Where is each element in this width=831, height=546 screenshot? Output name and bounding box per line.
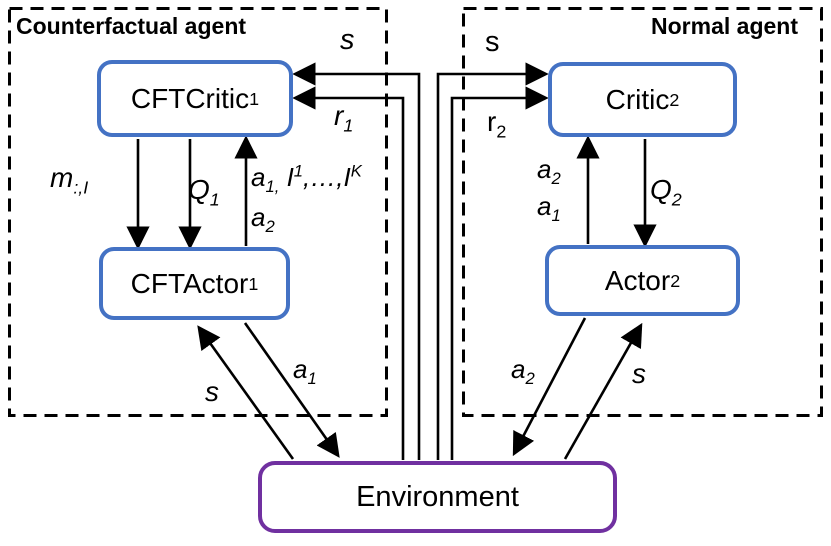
label-a2-diag: a2 bbox=[511, 354, 535, 389]
group-title-counterfactual-agent: Counterfactual agent bbox=[16, 13, 247, 39]
label-m-message: m:,I bbox=[50, 162, 89, 198]
label-a1-up-right: a1 bbox=[537, 191, 561, 226]
label-a2-up-right: a2 bbox=[537, 154, 561, 189]
group-title-normal-agent: Normal agent bbox=[651, 13, 798, 39]
label-s-diag-right: s bbox=[632, 358, 646, 389]
arrow-s-env-to-actor2 bbox=[563, 322, 643, 460]
arrow-r1-env-to-cftcritic1 bbox=[292, 86, 405, 460]
counterfactual-agent-boundary bbox=[8, 7, 388, 417]
label-s-right: s bbox=[485, 26, 500, 58]
normal-agent-boundary bbox=[462, 7, 823, 417]
arrow-s-env-to-cftactor1 bbox=[197, 325, 295, 460]
arrow-a1-cftactor1-to-env bbox=[243, 322, 340, 458]
label-q1: Q1 bbox=[188, 174, 220, 210]
arrow-r2-env-to-critic2 bbox=[450, 86, 549, 460]
arrow-s-env-to-critic2 bbox=[436, 62, 549, 460]
environment-node: Environment bbox=[258, 461, 617, 533]
label-a1-imagined-actions: a1, I1,…,IK bbox=[251, 161, 362, 197]
label-s-diag-left: s bbox=[205, 376, 219, 407]
label-a2-up-left: a2 bbox=[251, 202, 275, 237]
label-r1: r1 bbox=[334, 100, 354, 136]
arrow-a2-actor2-to-env bbox=[512, 317, 587, 457]
label-q2: Q2 bbox=[650, 174, 682, 210]
label-s-left: s bbox=[340, 24, 355, 56]
label-a1-diag: a1 bbox=[293, 354, 317, 389]
arrow-s-env-to-cftcritic1 bbox=[292, 62, 421, 460]
label-r2: r2 bbox=[487, 106, 507, 142]
